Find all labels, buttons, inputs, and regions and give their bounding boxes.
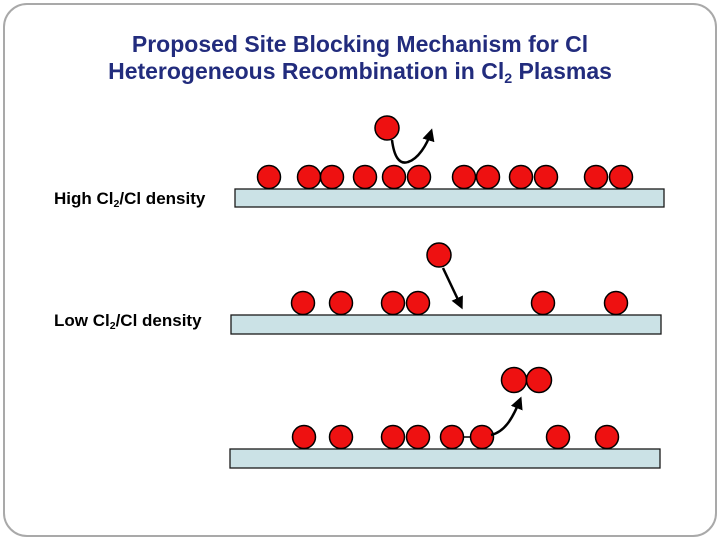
adsorbed-atom [451, 164, 477, 190]
title-line-1: Proposed Site Blocking Mechanism for Cl [0, 31, 720, 58]
title-line-2-text: Heterogeneous Recombination in Cl [108, 58, 505, 84]
adsorbed-atom [405, 424, 431, 450]
bounce-arrow [390, 128, 435, 164]
surface-bar [234, 188, 665, 208]
low-density-surface [230, 242, 662, 335]
high-density-surface [234, 115, 665, 208]
slide-title: Proposed Site Blocking Mechanism for Cl … [0, 31, 720, 89]
adsorbed-atom [475, 164, 501, 190]
low-label-text: Low Cl [54, 311, 110, 330]
recombination-surface [229, 366, 661, 469]
desorb-arrow [490, 396, 523, 437]
adsorbed-atom [533, 164, 559, 190]
low-density-label: Low Cl2/Cl density [54, 310, 202, 334]
high-density-label: High Cl2/Cl density [54, 188, 205, 212]
adsorbed-atom [406, 164, 432, 190]
high-label-text: High Cl [54, 189, 114, 208]
gas-phase-atom [374, 115, 400, 141]
adsorbed-atom [380, 424, 406, 450]
low-label-subscript-2: 2 [109, 319, 116, 332]
high-label-suffix: /Cl density [119, 189, 206, 208]
adsorbed-atom [405, 290, 431, 316]
surface-bar [229, 448, 661, 469]
adsorbed-atom [328, 424, 354, 450]
surface-bar [230, 314, 662, 335]
adsorb-arrow [441, 267, 463, 310]
adsorbed-atom [530, 290, 556, 316]
adsorbed-atom [328, 290, 354, 316]
adsorbed-atom [352, 164, 378, 190]
gas-phase-atom [500, 366, 528, 394]
adsorbed-atom [380, 290, 406, 316]
adsorbed-atom [469, 424, 495, 450]
adsorbed-atom [290, 290, 316, 316]
adsorbed-atom [439, 424, 465, 450]
adsorbed-atom [545, 424, 571, 450]
title-line-1-text: Proposed Site Blocking Mechanism for Cl [131, 31, 589, 57]
gas-phase-atom [426, 242, 452, 268]
title-subscript-2: 2 [504, 70, 513, 87]
adsorbed-atom [296, 164, 322, 190]
adsorbed-atom [608, 164, 634, 190]
adsorbed-atom [603, 290, 629, 316]
adsorbed-atom [291, 424, 317, 450]
high-label-subscript-2: 2 [113, 197, 120, 210]
low-label-suffix: /Cl density [115, 311, 202, 330]
adsorbed-atom [583, 164, 609, 190]
adsorbed-atom [319, 164, 345, 190]
gas-phase-atom [525, 366, 553, 394]
adsorbed-atom [594, 424, 620, 450]
title-line-2-suffix: Plasmas [512, 58, 612, 84]
title-line-2: Heterogeneous Recombination in Cl2 Plasm… [0, 58, 720, 89]
adsorbed-atom [381, 164, 407, 190]
adsorbed-atom [256, 164, 282, 190]
adsorbed-atom [508, 164, 534, 190]
